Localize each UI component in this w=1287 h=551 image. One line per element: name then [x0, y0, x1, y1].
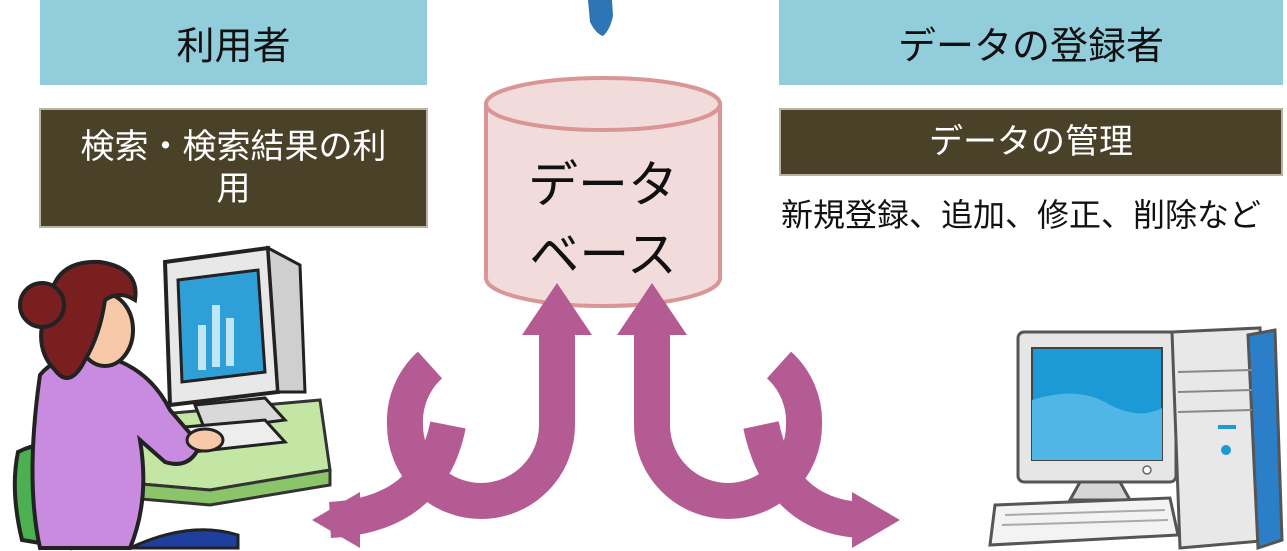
- user-title: 利用者: [176, 24, 291, 68]
- admin-description: 新規登録、追加、修正、削除など: [781, 192, 1281, 238]
- user-action-box: 検索・検索結果の利用: [39, 108, 428, 228]
- database-label-line1: データ: [528, 156, 678, 214]
- database-label: データ ベース: [486, 150, 720, 290]
- right-loop-arrowhead-up-icon: [617, 283, 687, 335]
- admin-description-text: 新規登録、追加、修正、削除など: [781, 196, 1262, 234]
- admin-title: データの登録者: [897, 24, 1164, 68]
- user-at-computer-icon: [12, 245, 332, 551]
- top-arrow-icon: [588, 0, 613, 36]
- admin-action-box: データの管理: [779, 108, 1283, 176]
- left-loop-arrowhead-up-icon: [522, 283, 592, 335]
- right-loop-arrow-icon: [634, 335, 862, 538]
- desktop-computer-icon: [988, 326, 1284, 551]
- left-loop-arrowhead-left-icon: [312, 492, 360, 548]
- admin-action-text: データの管理: [929, 121, 1133, 162]
- right-loop-arrowhead-right-icon: [852, 492, 900, 548]
- user-title-box: 利用者: [40, 0, 427, 85]
- user-action-text: 検索・検索結果の利用: [80, 126, 387, 210]
- database-cylinder-icon: [484, 76, 722, 308]
- database-label-line2: ベース: [529, 226, 677, 284]
- left-loop-arrow-icon: [328, 335, 575, 538]
- admin-title-box: データの登録者: [779, 0, 1283, 85]
